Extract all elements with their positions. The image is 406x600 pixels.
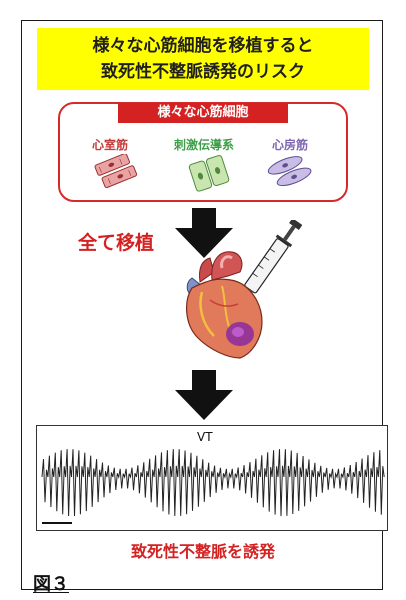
figure-frame [21, 20, 383, 590]
down-arrow-icon [175, 370, 233, 420]
ventricular-cell-icon [94, 154, 138, 188]
transplant-label: 全て移植 [78, 232, 155, 254]
conduction-cell-icon [188, 155, 230, 192]
down-arrow-icon [175, 208, 233, 258]
ecg-label: VT [197, 430, 213, 444]
conduction-cell-label: 刺激伝導系 [174, 138, 235, 152]
title-line-2: 致死性不整脈誘発のリスク [101, 62, 305, 82]
atrial-cell-label: 心房筋 [272, 138, 309, 152]
title-line-1: 様々な心筋細胞を移植すると [92, 36, 314, 56]
cell-types-header: 様々な心筋細胞 [118, 103, 288, 123]
ventricular-cell-label: 心室筋 [92, 138, 129, 152]
result-label: 致死性不整脈を誘発 [130, 542, 275, 561]
atrial-cell-icon [267, 156, 312, 187]
heart-syringe-icon [186, 220, 302, 359]
ecg-trace [36, 425, 388, 531]
figure-label: 図３ [33, 574, 69, 595]
title-banner: 様々な心筋細胞を移植すると 致死性不整脈誘発のリスク [37, 28, 369, 90]
